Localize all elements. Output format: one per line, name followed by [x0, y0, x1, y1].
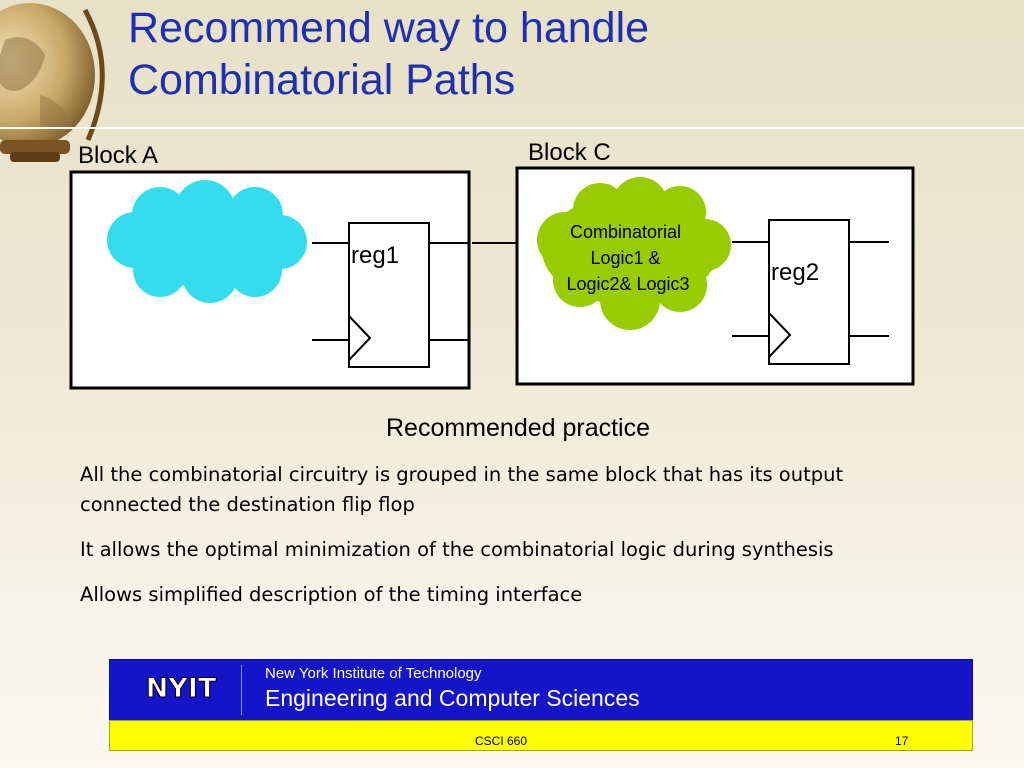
reg2-clock-marker [768, 312, 792, 358]
bullet-item: Allows simplified description of the tim… [80, 583, 583, 606]
institution-name: New York Institute of Technology [265, 665, 482, 682]
combinatorial-path-diagram: Block A Block C reg1 Combinatorial [69, 139, 915, 390]
reg1-label: reg1 [351, 242, 399, 269]
bullet-item: All the combinatorial circuitry is group… [80, 463, 844, 516]
logic-cloud-label: Combinatorial Logic1 & Logic2& Logic3 [566, 222, 689, 294]
department-name: Engineering and Computer Sciences [265, 685, 640, 711]
reg1-clock-marker [348, 315, 372, 361]
course-code: CSCI 660 [475, 734, 528, 748]
block-a-logic-cloud [107, 180, 307, 303]
globe-icon [0, 3, 105, 162]
title-line-2: Combinatorial Paths [128, 56, 516, 104]
footer-info-bar: CSCI 660 17 [109, 720, 973, 751]
block-c-label: Block C [528, 139, 611, 166]
page-number: 17 [895, 734, 909, 748]
nyit-logo-icon: NYIT [130, 672, 232, 702]
block-c-logic-cloud [537, 177, 731, 330]
block-a-label: Block A [78, 142, 158, 169]
reg1-flip-flop [348, 222, 430, 368]
logic-label-line-2: Logic1 & [590, 248, 660, 268]
title-divider [0, 127, 1024, 129]
reg2-flip-flop [768, 219, 850, 365]
bullet-item: It allows the optimal minimization of th… [80, 538, 834, 561]
footer-divider [241, 665, 242, 715]
logic-label-line-3: Logic2& Logic3 [566, 274, 689, 294]
reg2-label: reg2 [771, 259, 819, 286]
footer-banner: NYIT New York Institute of Technology En… [109, 659, 973, 721]
slide-title: Recommend way to handle Combinatorial Pa… [128, 2, 649, 106]
nyit-logo-text: NYIT [146, 673, 217, 702]
diagram-caption: Recommended practice [386, 414, 651, 442]
title-line-1: Recommend way to handle [128, 4, 650, 52]
bullet-list: All the combinatorial circuitry is group… [80, 460, 940, 625]
logic-label-line-1: Combinatorial [570, 222, 681, 242]
